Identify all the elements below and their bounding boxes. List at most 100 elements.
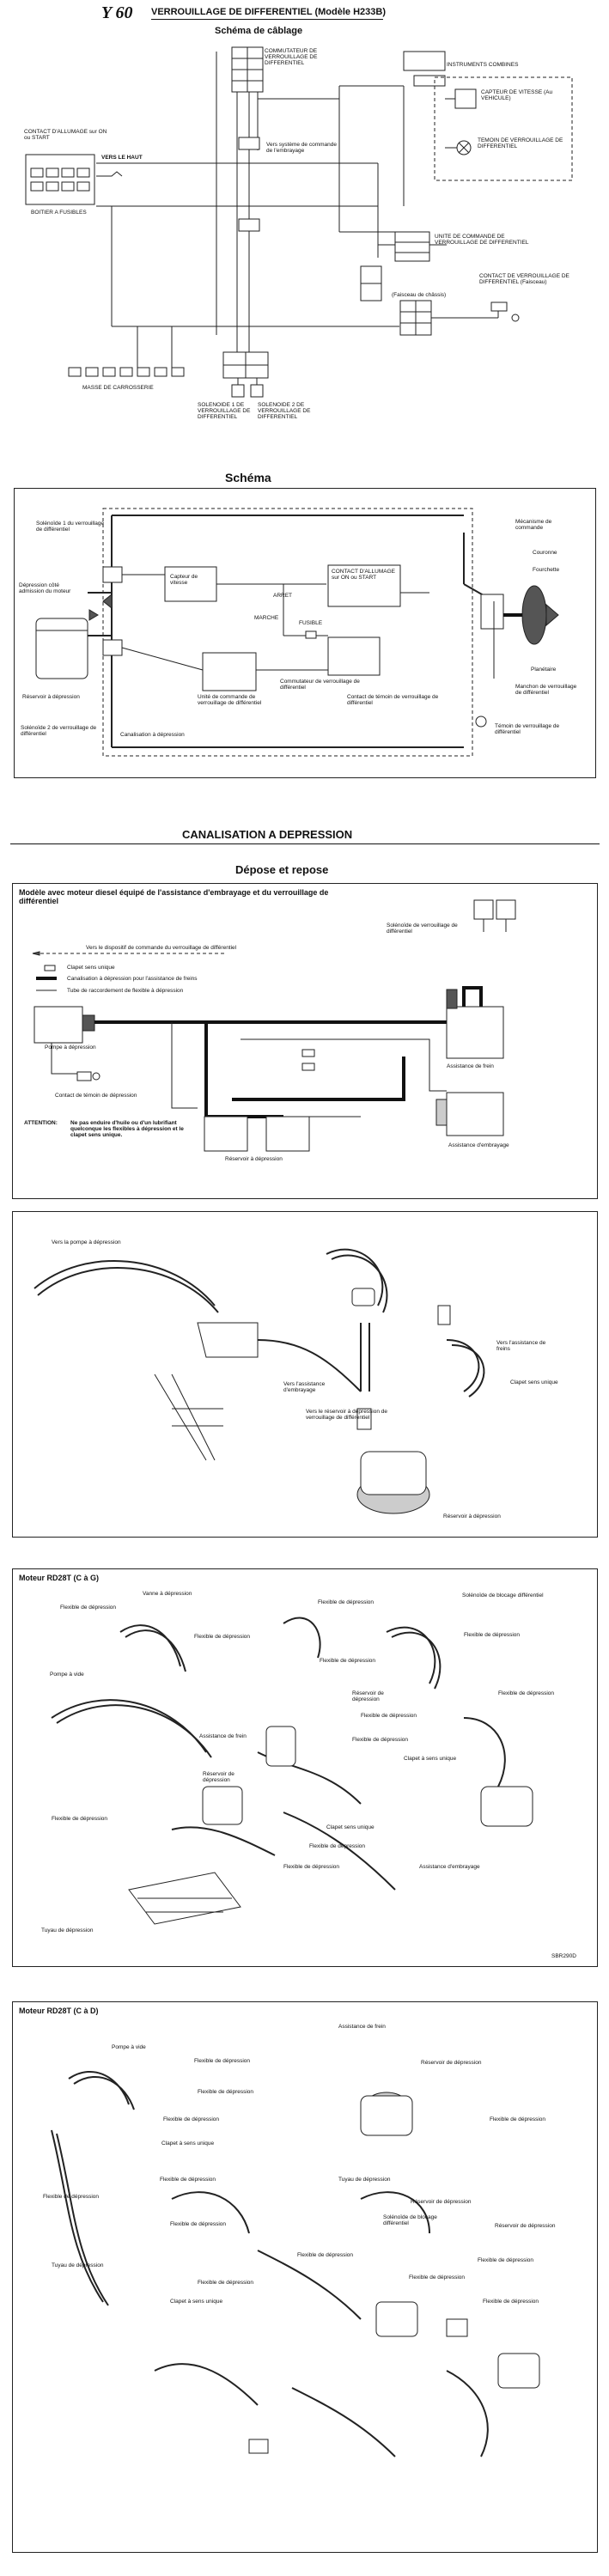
panel3-flex-k: Flexible de dépression: [283, 1864, 340, 1870]
schema-solenoid2: Solénoïde 2 de verrouillage de différent…: [21, 725, 97, 737]
section-title: CANALISATION A DEPRESSION: [182, 828, 353, 841]
panel2-check-valve: Clapet sens unique: [510, 1379, 558, 1385]
section-subtitle: Dépose et repose: [235, 863, 329, 876]
panel3-flex-b: Flexible de dépression: [318, 1599, 375, 1605]
schema-commutator: Commutateur de verrouillage de différent…: [280, 679, 360, 691]
panel1-diagram: [32, 899, 516, 1152]
schema-diff-lamp: Contact de témoin de verrouillage de dif…: [347, 694, 439, 706]
panel4-res-dep2: Réservoir de dépression: [495, 2223, 556, 2229]
wiring-up-arrow-label: VERS LE HAUT: [101, 155, 143, 161]
wiring-switch-label: CONTACT DE VERROUILLAGE DE DIFFERENTIEL …: [479, 273, 569, 285]
panel3-heading: Moteur RD28T (C à G): [19, 1574, 100, 1582]
panel4-res-dep-a: Réservoir de dépression: [421, 2060, 482, 2066]
panel4-flex-l: Flexible de dépression: [483, 2299, 539, 2305]
page-title: VERROUILLAGE DE DIFFERENTIEL (Modèle H23…: [151, 7, 386, 17]
panel3-code: SBR290D: [551, 1953, 576, 1959]
panel2-reservoir: Réservoir à dépression: [443, 1513, 501, 1519]
schema-title: Schéma: [225, 471, 271, 484]
panel4-flex-a: Flexible de dépression: [194, 2058, 251, 2064]
panel3-check-valve2: Clapet sens unique: [326, 1824, 375, 1830]
panel4-pipe: Tuyau de dépression: [52, 2262, 104, 2268]
wiring-indicator-label: TEMOIN DE VERROUILLAGE DE DIFFERENTIEL: [478, 137, 563, 149]
schema-line: Canalisation à dépression: [120, 732, 185, 738]
header-underline: [151, 19, 383, 20]
panel2-to-pump: Vers la pompe à dépression: [52, 1239, 121, 1245]
panel1-legend-check-valve: Clapet sens unique: [67, 965, 115, 971]
panel1-attention-label: ATTENTION:: [24, 1120, 58, 1126]
schema-control-unit: Unité de commande de verrouillage de dif…: [198, 694, 262, 706]
panel4-flex-c: Flexible de dépression: [163, 2116, 220, 2122]
schema-ignition: CONTACT D'ALLUMAGE sur ON ou START: [332, 569, 395, 581]
schema-engine-depression: Dépression côté admission du moteur: [19, 582, 71, 594]
panel3-vacuum-gauge: Vanne à dépression: [143, 1591, 192, 1597]
panel4-flex-j: Flexible de dépression: [409, 2275, 466, 2281]
schema-run: MARCHE: [254, 615, 279, 621]
panel4-flex-h: Flexible de dépression: [297, 2252, 354, 2258]
panel3-clutch-assist: Assistance d'embrayage: [419, 1864, 480, 1870]
panel3-res-dep-a: Réservoir de dépression: [352, 1690, 384, 1702]
panel4-res-dep-b: Réservoir de dépression: [411, 2199, 472, 2205]
panel3-flex-d: Flexible de dépression: [464, 1632, 521, 1638]
panel3-res-dep-b: Réservoir de dépression: [203, 1771, 234, 1783]
panel4-flex-f: Flexible de dépression: [43, 2194, 100, 2200]
panel4-flex-i: Flexible de dépression: [478, 2257, 534, 2263]
wiring-instruments-label: INSTRUMENTS COMBINES: [447, 62, 519, 68]
panel3-pipe: Tuyau de dépression: [41, 1927, 94, 1934]
wiring-commutator-label: COMMUTATEUR DE VERROUILLAGE DE DIFFERENT…: [265, 48, 318, 66]
panel1-reservoir: Réservoir à dépression: [225, 1156, 283, 1162]
panel-hose-routing: [12, 1211, 598, 1538]
panel4-flex-k: Flexible de dépression: [198, 2280, 254, 2286]
panel-rd28t-lhd: [12, 1568, 598, 1967]
panel2-to-brake: Vers l'assistance de freins: [496, 1340, 546, 1352]
panel4-flex-b: Flexible de dépression: [198, 2089, 254, 2095]
schema-fuse: FUSIBLE: [299, 620, 323, 626]
panel3-brake-assist: Assistance de frein: [199, 1733, 247, 1739]
wiring-control-unit-label: UNITE DE COMMANDE DE VERROUILLAGE DE DIF…: [435, 234, 529, 246]
panel4-solenoid-block: Solénoïde de blocage différentiel: [383, 2214, 437, 2226]
section-rule: [10, 843, 600, 844]
panel-rd28t-rhd: [12, 2001, 598, 2553]
panel4-flex-g: Flexible de dépression: [170, 2221, 227, 2227]
panel1-lamp-switch: Contact de témoin de dépression: [55, 1093, 137, 1099]
panel3-flex-e: Flexible de dépression: [320, 1658, 376, 1664]
panel2-diagram: [33, 1248, 485, 1514]
schema-stop: ARRET: [273, 593, 293, 599]
wiring-speed-sensor-label: CAPTEUR DE VITESSE (Au VEHICULE): [481, 89, 553, 101]
panel1-legend-brake-line: Canalisation à dépression pour l'assista…: [67, 976, 198, 982]
wiring-chassis-harness: (Faisceau de châssis): [392, 292, 447, 298]
panel3-pump: Pompe à vide: [50, 1672, 84, 1678]
panel1-solenoid: Solénoïde de verrouillage de différentie…: [387, 923, 458, 935]
wiring-solenoid2-label: SOLENOIDE 2 DE VERROUILLAGE DE DIFFERENT…: [258, 402, 311, 420]
schema-reservoir: Réservoir à dépression: [22, 694, 80, 700]
panel2-to-reservoir: Vers le réservoir à dépression de verrou…: [306, 1409, 388, 1421]
schema-solenoid1: Solénoïde 1 du verrouillage de différent…: [36, 521, 105, 533]
schema-planetary: Planétaire: [531, 667, 557, 673]
schema-sleeve: Manchon de verrouillage de différentiel: [515, 684, 577, 696]
panel4-flex-e: Flexible de dépression: [160, 2177, 216, 2183]
schema-crown: Couronne: [533, 550, 557, 556]
panel1-brake-assist: Assistance de frein: [447, 1063, 494, 1069]
panel4-pipe-dep: Tuyau de dépression: [338, 2177, 391, 2183]
schema-indicator: Témoin de verrouillage de différentiel: [495, 723, 560, 735]
schema-mechanism: Mécanisme de commande: [515, 519, 552, 531]
panel1-attention-text: Ne pas enduire d'huile ou d'un lubrifian…: [70, 1120, 184, 1138]
panel4-check-valve2: Clapet à sens unique: [170, 2299, 223, 2305]
wiring-fuse-box-label: BOITIER A FUSIBLES: [31, 210, 87, 216]
wiring-ground-label: MASSE DE CARROSSERIE: [82, 385, 154, 391]
panel3-flex-j: Flexible de dépression: [309, 1843, 366, 1849]
wiring-solenoid1-label: SOLENOIDE 1 DE VERROUILLAGE DE DIFFERENT…: [198, 402, 251, 420]
panel1-clutch-assist: Assistance d'embrayage: [448, 1142, 509, 1148]
panel4-pump: Pompe à vide: [112, 2044, 146, 2050]
panel1-heading: Modèle avec moteur diesel équipé de l'as…: [19, 888, 329, 905]
panel1-to-control: Vers le dispositif de commande du verrou…: [86, 945, 237, 951]
wiring-diagram: [25, 46, 573, 398]
panel4-brake-assist: Assistance de frein: [338, 2024, 386, 2030]
model-code: Y 60: [101, 3, 133, 22]
wiring-ignition-label: CONTACT D'ALLUMAGE sur ON ou START: [24, 129, 107, 141]
panel3-flex-i: Flexible de dépression: [52, 1816, 108, 1822]
panel4-flex-d: Flexible de dépression: [490, 2116, 546, 2122]
panel3-check-valve: Clapet à sens unique: [404, 1756, 457, 1762]
panel3-flex-a: Flexible de dépression: [60, 1605, 117, 1611]
panel1-legend-tube: Tube de raccordement de flexible à dépre…: [67, 988, 184, 994]
